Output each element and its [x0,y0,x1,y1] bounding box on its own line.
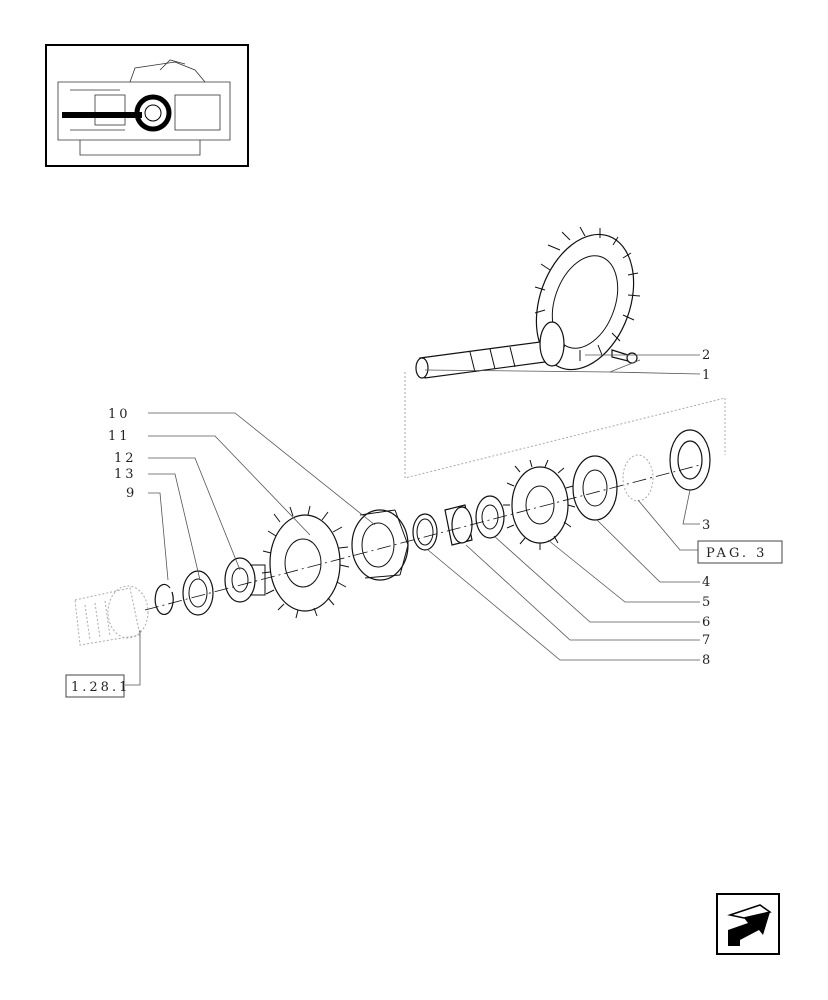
needle-bearing [182,570,214,616]
splined-washer [475,495,505,539]
page-ref-box[interactable]: PAG. 3 [697,540,783,564]
section-ref-label: 1.28.1 [71,680,130,695]
arrow-back-icon[interactable] [716,893,780,955]
bearing [572,455,618,521]
shim-ghost [622,454,654,502]
callout-5: 5 [702,595,713,610]
callout-13: 13 [114,467,137,482]
bolt [611,349,638,364]
bushing [444,504,473,546]
pinion-shaft [415,321,565,379]
callout-12: 12 [114,451,137,466]
callout-1: 1 [702,368,713,383]
callout-11: 11 [108,429,131,444]
callout-2: 2 [702,348,713,363]
section-ref-box[interactable]: 1.28.1 [65,674,130,698]
sliding-sleeve [351,509,409,581]
bearing-cup [669,429,711,491]
snap-ring [412,513,438,551]
callout-4: 4 [702,575,713,590]
shaft-ghost [74,585,149,646]
callout-9: 9 [126,486,137,501]
callout-6: 6 [702,615,713,630]
small-gear [503,459,576,550]
locator-thumbnail[interactable] [45,44,249,167]
countershaft-gear [224,557,266,603]
callout-10: 10 [108,407,131,422]
callout-7: 7 [702,633,713,648]
group-boundary [404,372,726,479]
page-ref-label: PAG. 3 [706,546,767,561]
callout-3: 3 [702,518,713,533]
circlip [154,583,174,616]
leader-lines [125,354,701,686]
callout-8: 8 [702,653,713,668]
large-gear [261,505,350,619]
